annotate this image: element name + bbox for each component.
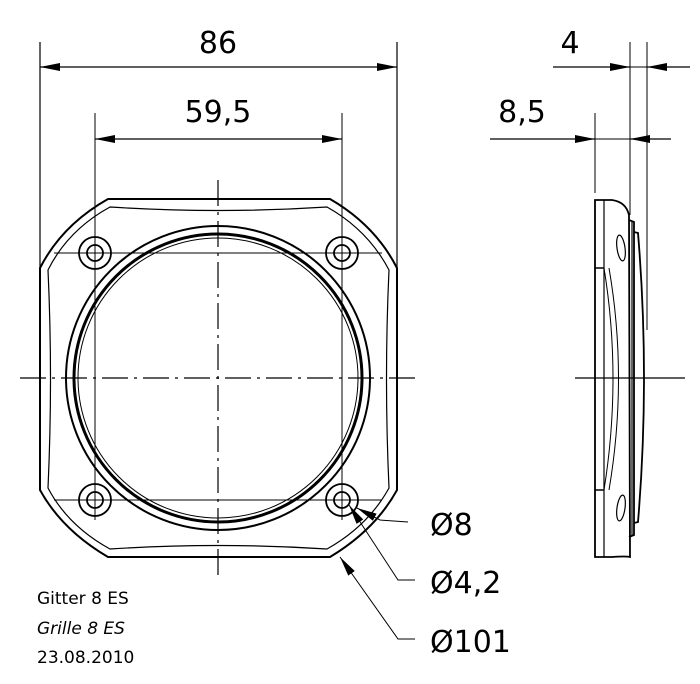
dim-59-5-label: 59,5 xyxy=(185,95,252,130)
title-name-de: Gitter 8 ES xyxy=(37,589,129,609)
callout-d101: Ø101 xyxy=(430,625,511,660)
dim-86-label: 86 xyxy=(199,26,237,61)
side-profile-outer xyxy=(594,199,631,559)
front-view xyxy=(20,42,418,640)
title-name-en: Grille 8 ES xyxy=(37,619,125,639)
callout-d4-2: Ø4,2 xyxy=(430,566,501,601)
callout-d8: Ø8 xyxy=(430,508,473,543)
leader-d101 xyxy=(339,556,415,640)
side-view xyxy=(490,42,690,559)
title-date: 23.08.2010 xyxy=(37,648,135,668)
leader-d4-2 xyxy=(348,504,415,581)
dim-4-label: 4 xyxy=(560,26,579,61)
grille-frame-outer xyxy=(39,198,398,558)
grille-frame-inner xyxy=(47,206,390,550)
dim-8-5-label: 8,5 xyxy=(498,95,546,130)
leader-d8 xyxy=(356,507,409,523)
